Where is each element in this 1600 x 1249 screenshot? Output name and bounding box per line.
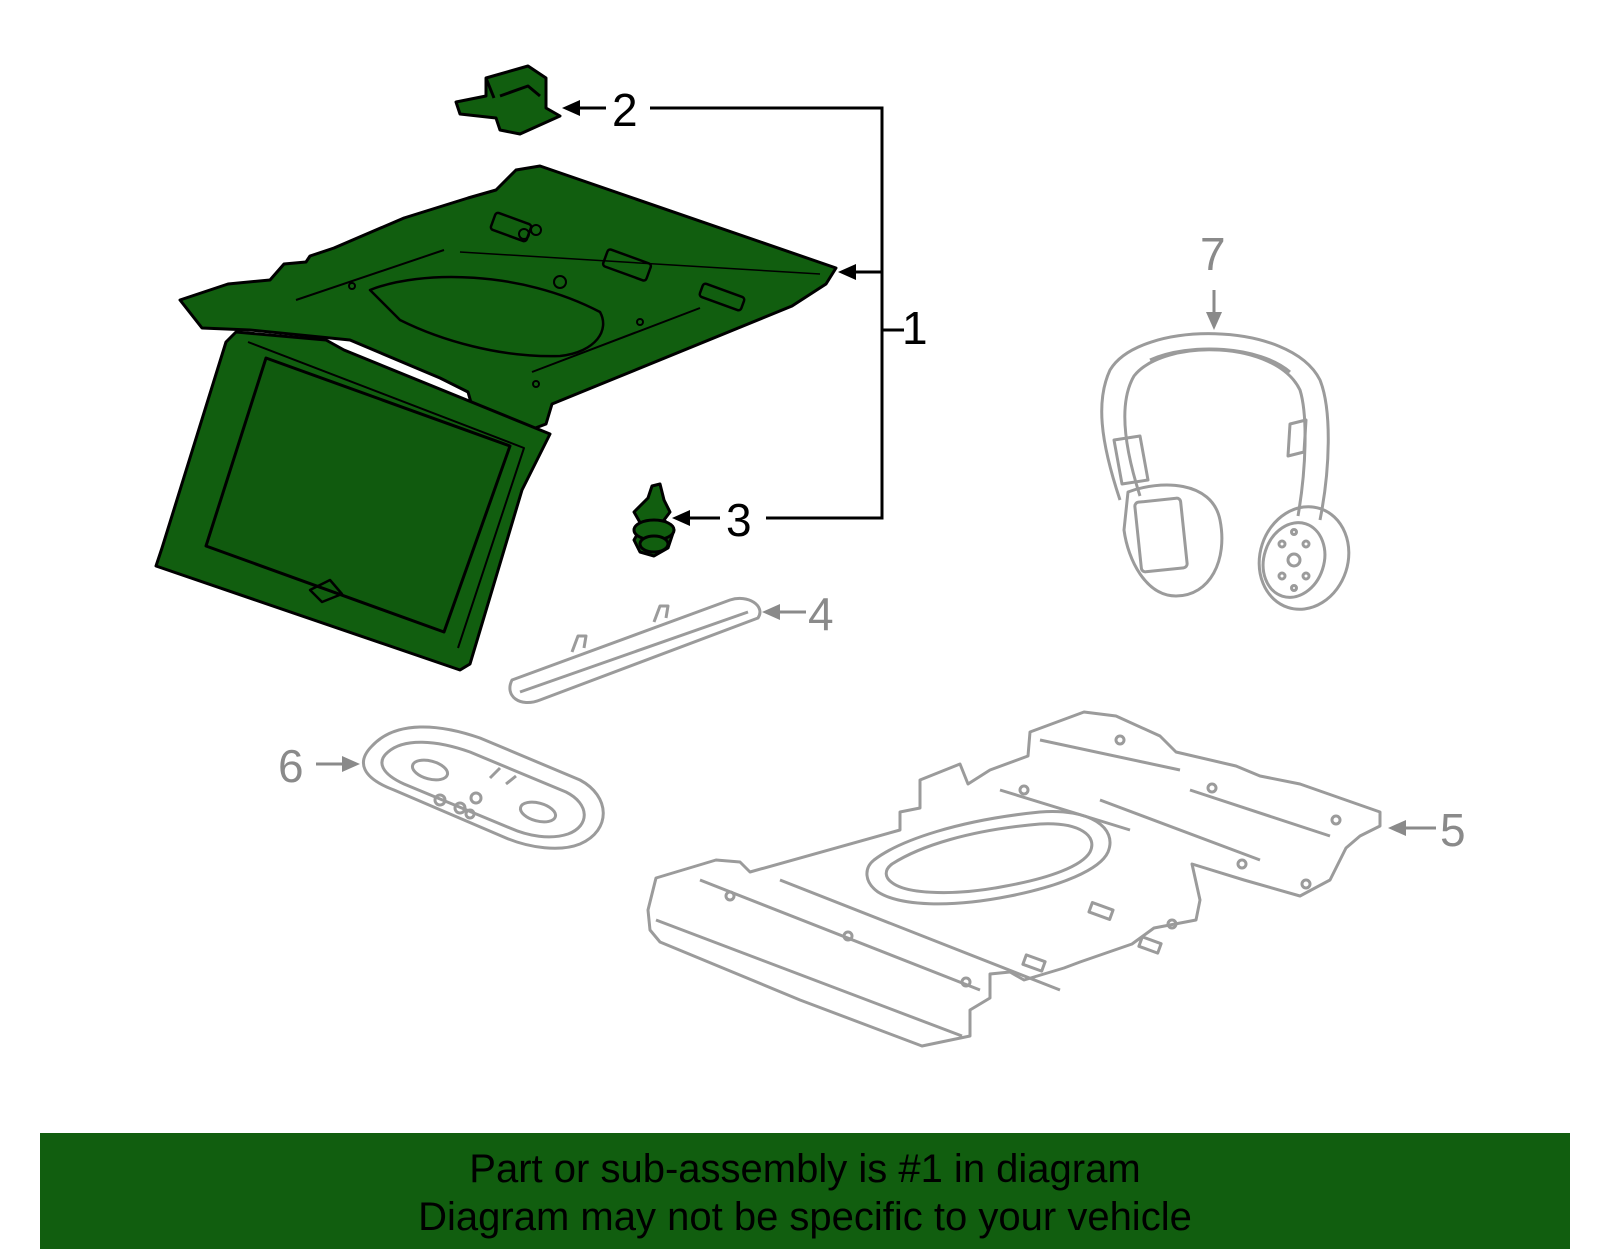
part-3-clip[interactable] [632, 482, 676, 558]
callout-2: 2 [612, 84, 638, 136]
callout-5: 5 [1440, 804, 1466, 856]
footer-line-2: Diagram may not be specific to your vehi… [418, 1195, 1192, 1239]
callout-4: 4 [808, 588, 834, 640]
leader-lines [316, 100, 1436, 836]
part-2-bracket[interactable] [454, 64, 562, 136]
footer-banner: Part or sub-assembly is #1 in diagram Di… [40, 1133, 1570, 1249]
part-5-bracket-plate [646, 710, 1382, 1048]
part-1-overhead-console[interactable] [154, 164, 838, 672]
callout-3: 3 [726, 494, 752, 546]
callout-6: 6 [278, 740, 304, 792]
footer-line-1: Part or sub-assembly is #1 in diagram [469, 1147, 1141, 1191]
part-7-headphones [1100, 332, 1351, 611]
callout-7: 7 [1200, 228, 1226, 280]
part-4-lamp [508, 597, 762, 704]
callout-1: 1 [902, 302, 928, 354]
part-6-dome-lamp [361, 725, 605, 850]
